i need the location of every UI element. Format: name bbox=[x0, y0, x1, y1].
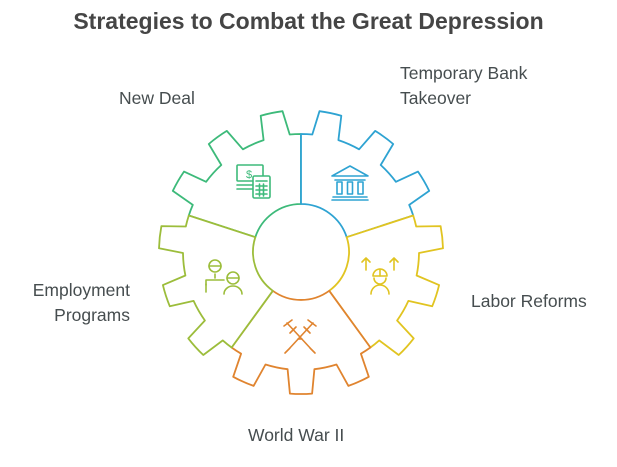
label-new-deal: New Deal bbox=[119, 88, 195, 108]
label-employment-programs: Employment Programs bbox=[18, 278, 130, 328]
label-line: Takeover bbox=[400, 88, 472, 108]
label-line: Temporary Bank bbox=[400, 63, 528, 83]
label-line: Employment bbox=[32, 280, 130, 300]
employment-people-icon bbox=[205, 259, 243, 295]
segment-world-war-ii bbox=[230, 289, 372, 395]
crossed-swords-icon bbox=[283, 319, 317, 354]
label-line: Programs bbox=[54, 305, 130, 325]
label-labor-reforms: Labor Reforms bbox=[471, 291, 587, 311]
bank-icon bbox=[331, 165, 369, 201]
segment-labor-reforms bbox=[328, 214, 444, 356]
segment-employment-programs bbox=[158, 214, 274, 356]
svg-text:$: $ bbox=[246, 169, 252, 181]
label-world-war-ii: World War II bbox=[248, 425, 345, 445]
diagram-title: Strategies to Combat the Great Depressio… bbox=[73, 8, 544, 34]
label-temporary-bank-takeover: Temporary Bank Takeover bbox=[400, 61, 527, 111]
money-calculator-icon: $ bbox=[236, 164, 271, 199]
worker-arrows-icon bbox=[361, 257, 399, 295]
